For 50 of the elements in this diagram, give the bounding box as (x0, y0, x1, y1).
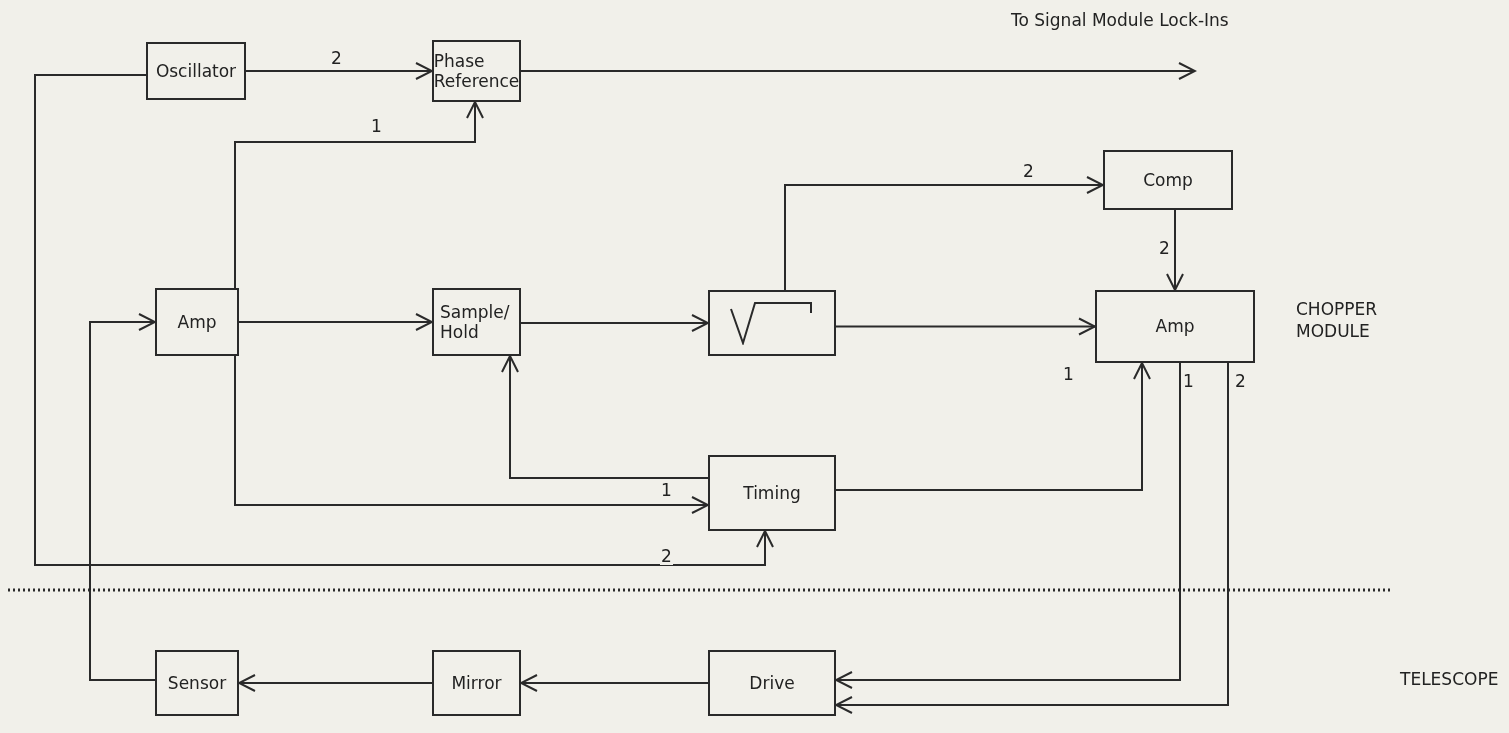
arrow (245, 62, 433, 80)
process-box (155, 650, 239, 716)
arrow (501, 355, 709, 479)
arrow (234, 355, 709, 514)
arrow (1166, 209, 1184, 291)
arrow (238, 674, 433, 692)
arrow (835, 362, 1181, 689)
process-box (155, 288, 239, 356)
arrow (835, 362, 1229, 714)
arrow (238, 313, 433, 331)
box-label: Drive (749, 672, 795, 694)
edge-label: 2 (1158, 240, 1171, 257)
process-box (1103, 150, 1233, 210)
process-box (708, 455, 836, 531)
arrow (835, 317, 1096, 336)
process-box (146, 42, 246, 100)
box-label: Timing (743, 482, 801, 504)
arrow (520, 674, 709, 692)
arrow (835, 362, 1151, 491)
square-root-box (708, 290, 836, 356)
box-label: Amp (177, 311, 217, 333)
edge-label: 2 (660, 548, 673, 565)
section-label: CHOPPER MODULE (1296, 298, 1379, 343)
process-box (432, 288, 521, 356)
arrow (784, 176, 1104, 291)
box-label: Sample/ Hold (440, 301, 511, 343)
section-label: TELESCOPE (1400, 668, 1500, 691)
box-label: Sensor (167, 672, 227, 694)
arrow (520, 62, 1196, 80)
process-box (708, 650, 836, 716)
edge-label: 1 (370, 118, 383, 135)
arrow (234, 101, 484, 289)
edge-label: 2 (1234, 373, 1247, 390)
edge-label: 2 (330, 50, 343, 67)
process-box (432, 40, 521, 102)
edge-label: 1 (1182, 373, 1195, 390)
arrow (34, 74, 774, 566)
box-label: Mirror (451, 672, 502, 694)
arrow (89, 313, 156, 681)
edge-label: 2 (1022, 163, 1035, 180)
process-box (1095, 290, 1255, 363)
box-label: Comp (1143, 169, 1193, 191)
arrow (520, 314, 709, 332)
box-label: Phase Reference (433, 50, 520, 92)
edge-label: 1 (660, 482, 673, 499)
box-label: Amp (1155, 316, 1195, 337)
edge-label: To Signal Module Lock-Ins (1010, 12, 1230, 29)
box-label: Oscillator (155, 60, 237, 82)
process-box (432, 650, 521, 716)
edge-label: 1 (1062, 366, 1075, 383)
